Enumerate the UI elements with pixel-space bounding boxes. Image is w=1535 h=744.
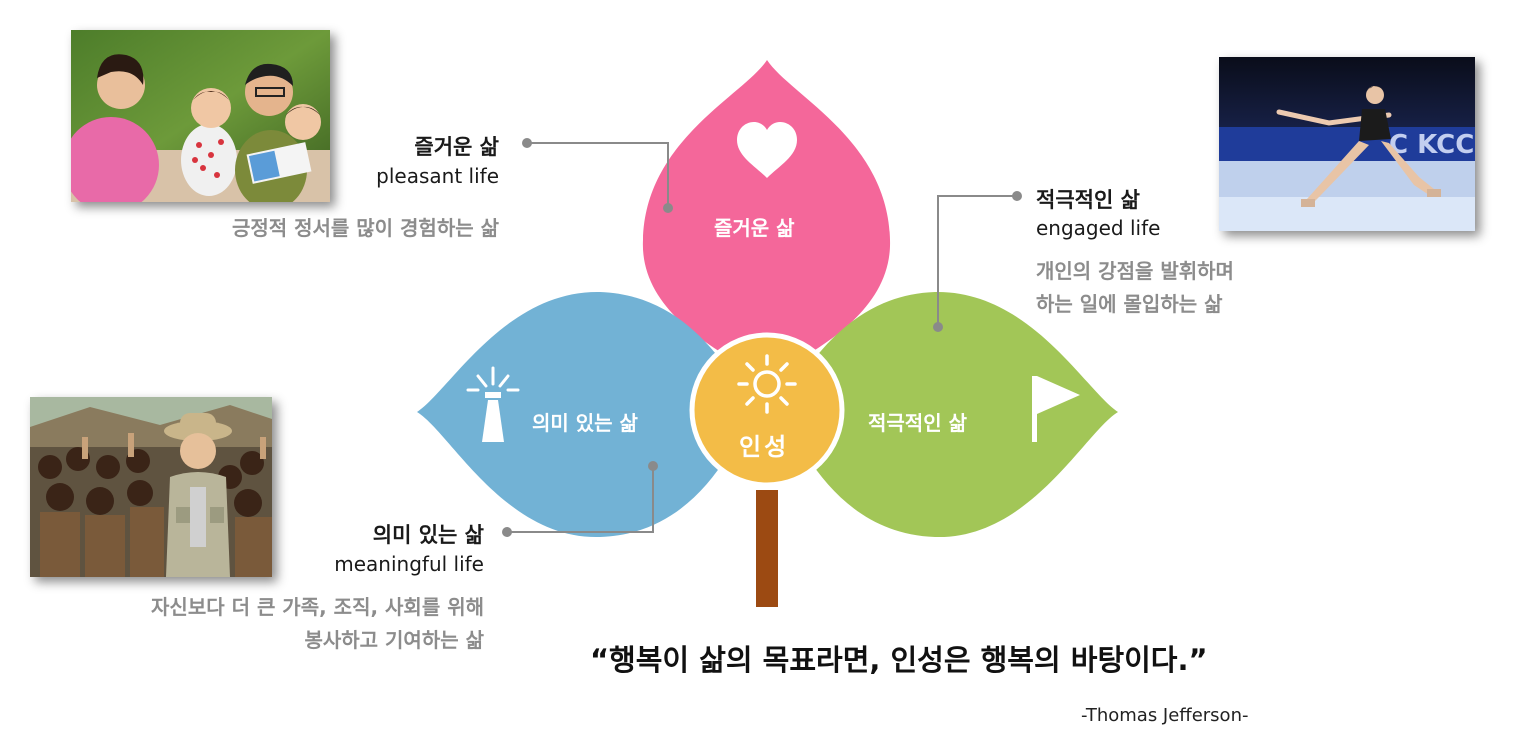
meaningful-life-title: 의미 있는 삶 xyxy=(372,523,484,547)
meaningful-life-description-line2: 봉사하고 기여하는 삶 xyxy=(304,628,484,652)
pleasant-life-title: 즐거운 삶 xyxy=(414,135,499,159)
center-label: 인성 xyxy=(739,433,790,461)
meaningful-life-english: meaningful life xyxy=(334,552,484,576)
flower-stem xyxy=(756,490,778,607)
heart-icon xyxy=(737,122,797,178)
engaged-life-title: 적극적인 삶 xyxy=(1036,188,1140,212)
pleasant-connector xyxy=(522,138,673,213)
meaningful-life-petal xyxy=(417,291,728,538)
family-photo xyxy=(71,30,330,202)
meaningful-life-description-line1: 자신보다 더 큰 가족, 조직, 사회를 위해 xyxy=(151,595,484,619)
lighthouse-icon xyxy=(466,366,520,442)
figure-skater-photo: C KCC xyxy=(1219,57,1475,231)
quote-text: “행복이 삶의 목표라면, 인성은 행복의 바탕이다.” xyxy=(590,643,1208,677)
pleasant-life-english: pleasant life xyxy=(376,164,499,188)
engaged-life-description-line1: 개인의 강점을 발휘하며 xyxy=(1036,259,1234,283)
sun-icon xyxy=(737,354,797,414)
engaged-life-petal xyxy=(806,291,1118,538)
volunteer-children-photo xyxy=(30,397,272,577)
engaged-life-english: engaged life xyxy=(1036,216,1161,240)
pleasant-life-petal xyxy=(642,60,891,370)
engaged-petal-label: 적극적인 삶 xyxy=(868,411,967,435)
quote-author: -Thomas Jefferson- xyxy=(1081,705,1249,726)
pleasant-life-description: 긍정적 정서를 많이 경험하는 삶 xyxy=(231,216,499,240)
engaged-life-description-line2: 하는 일에 몰입하는 삶 xyxy=(1036,292,1223,316)
pleasant-petal-label: 즐거운 삶 xyxy=(714,216,795,240)
meaningful-petal-label: 의미 있는 삶 xyxy=(532,411,638,435)
meaningful-connector xyxy=(502,461,658,537)
engaged-connector xyxy=(933,191,1022,332)
flag-icon xyxy=(1032,376,1080,442)
svg-text:C KCC: C KCC xyxy=(1389,130,1474,160)
